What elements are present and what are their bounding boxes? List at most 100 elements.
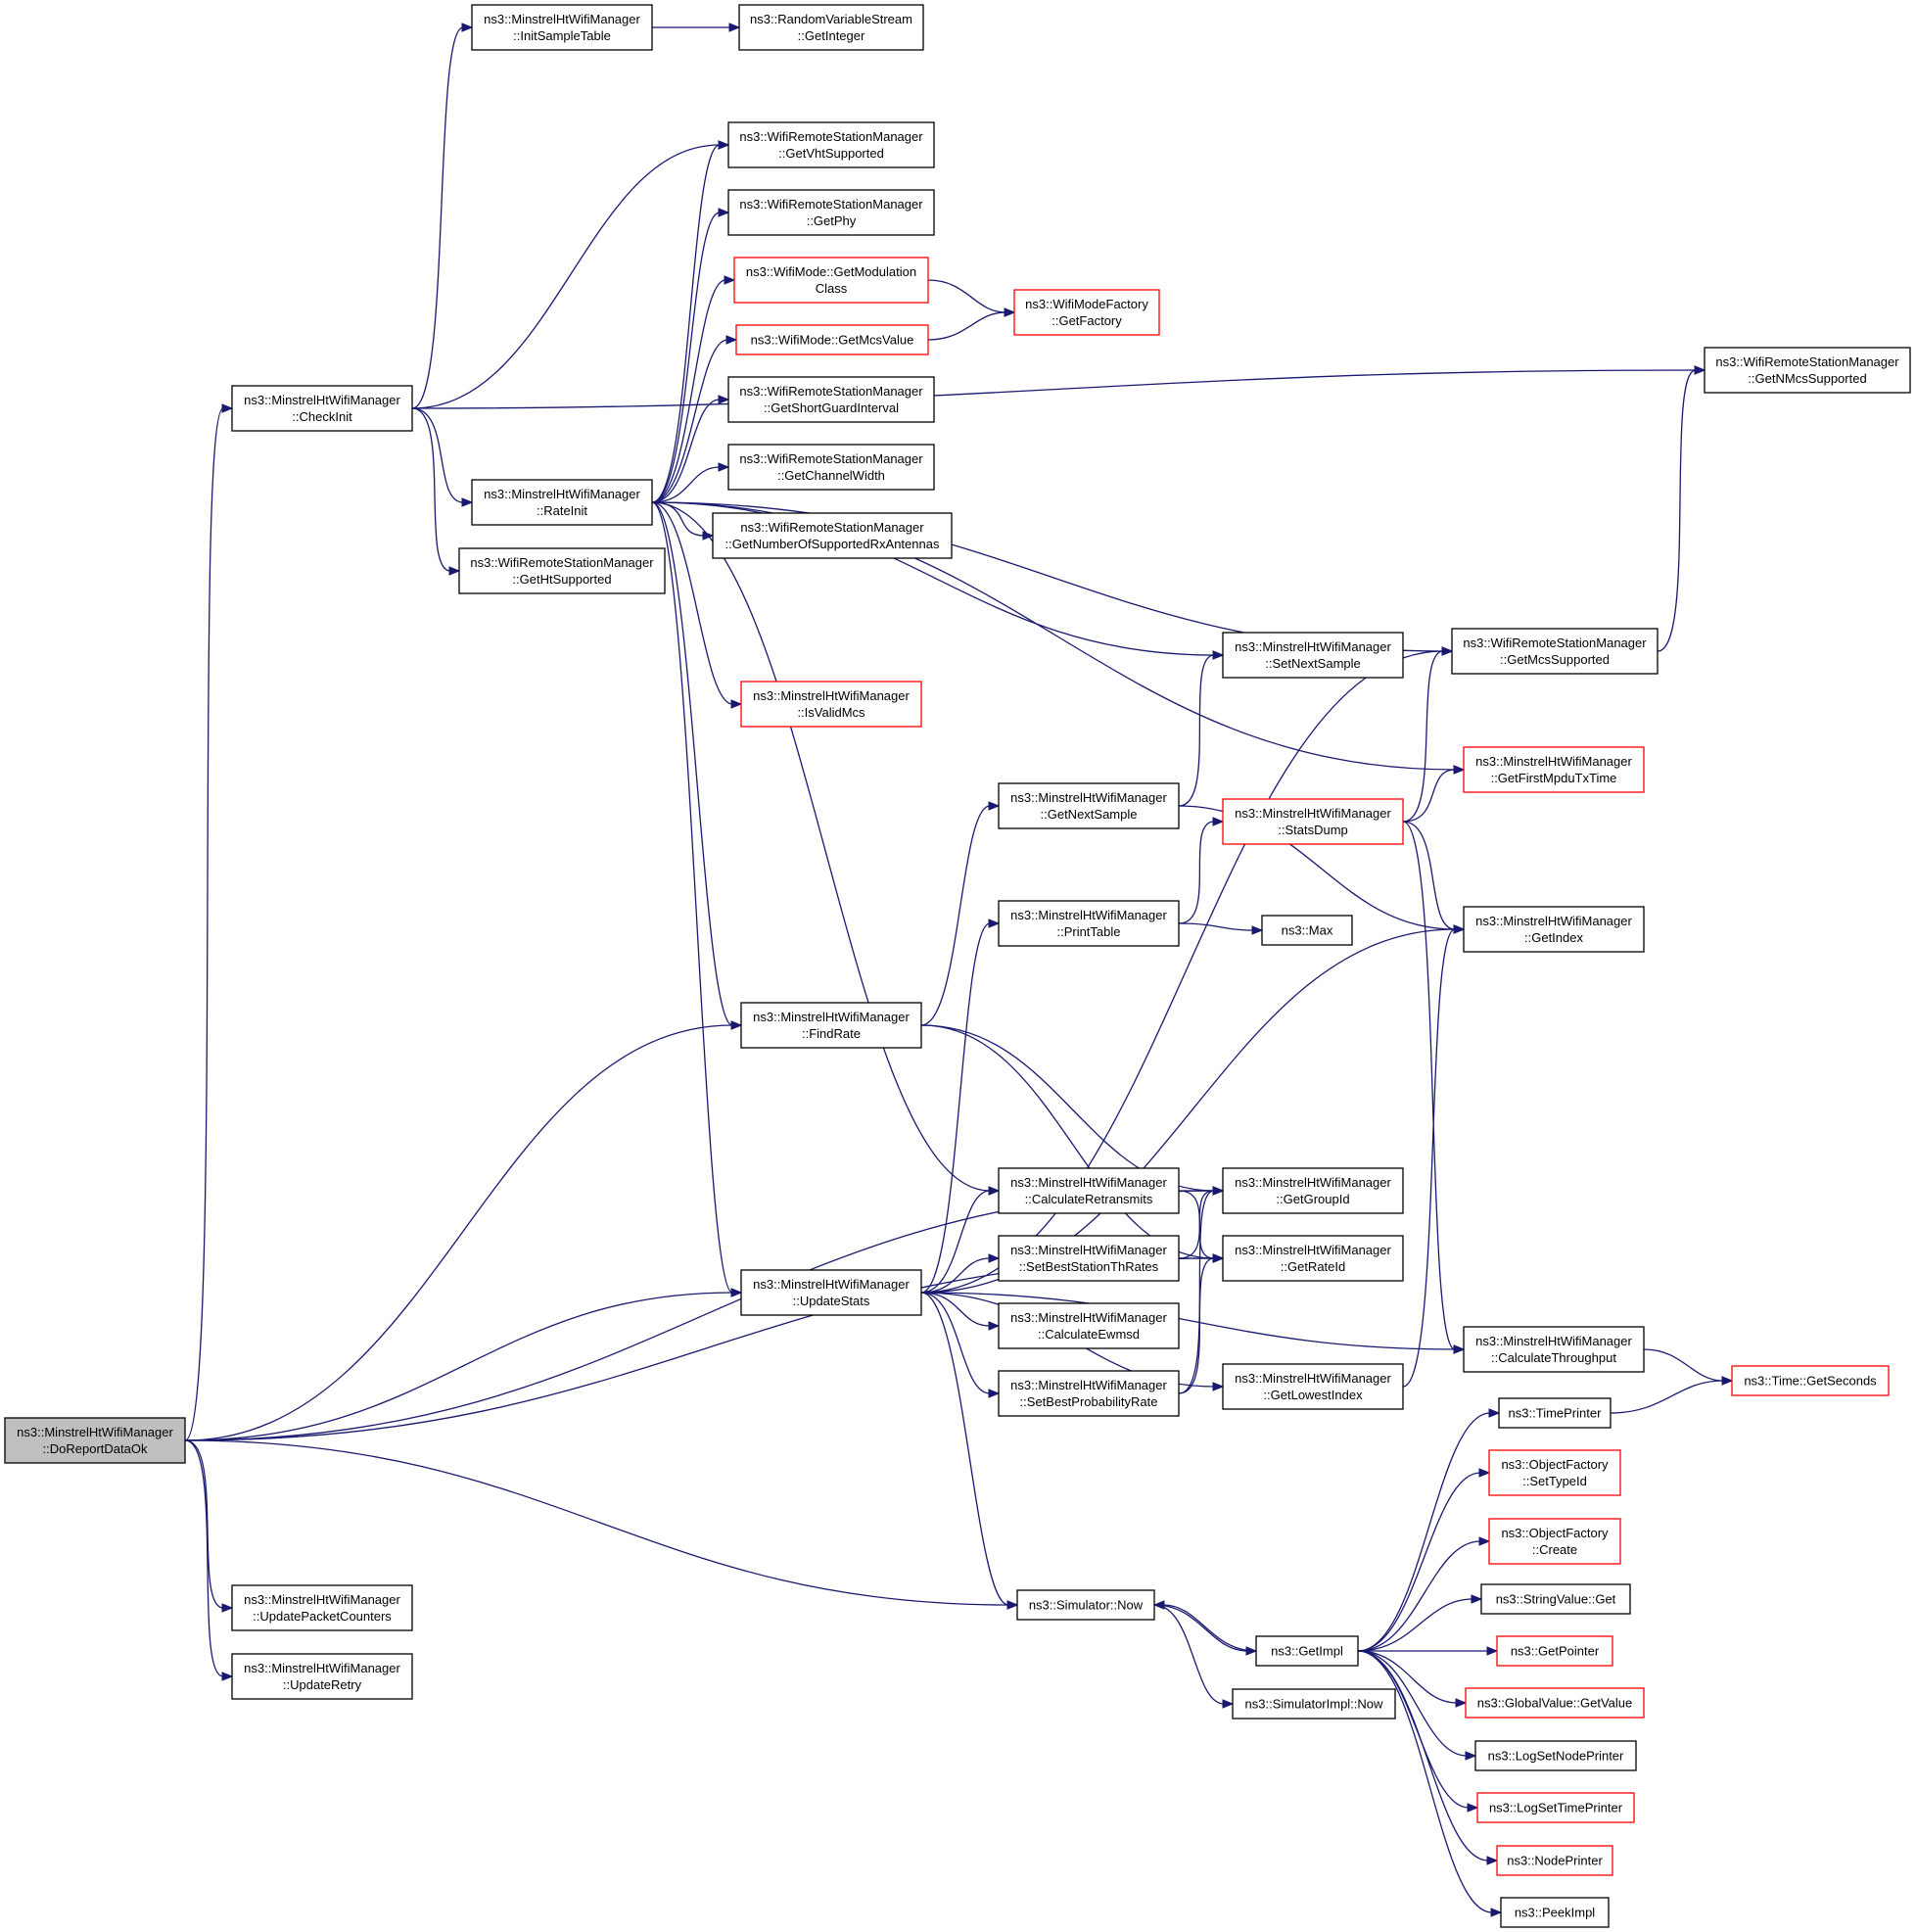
graph-node-setnextsample[interactable]: ns3::MinstrelHtWifiManager::SetNextSampl… (1222, 632, 1404, 679)
call-edge-findrate-to-getnextsample (920, 801, 1001, 1026)
graph-node-getnmcs[interactable]: ns3::WifiRemoteStationManager::GetNMcsSu… (1704, 347, 1911, 394)
node-box (1498, 1397, 1612, 1429)
call-edge-calcthroughput-to-getseconds (1643, 1348, 1734, 1386)
graph-node-getphy[interactable]: ns3::WifiRemoteStationManager::GetPhy (727, 189, 935, 236)
graph-node-findrate[interactable]: ns3::MinstrelHtWifiManager::FindRate (740, 1002, 922, 1049)
arrowhead-icon (730, 1020, 743, 1030)
graph-node-getfactory[interactable]: ns3::WifiModeFactory::GetFactory (1013, 289, 1160, 336)
graph-node-stringget[interactable]: ns3::StringValue::Get (1480, 1583, 1631, 1615)
call-edge-line (184, 407, 224, 1441)
node-box (1463, 906, 1645, 953)
node-box (1222, 1363, 1404, 1410)
graph-node-getvht[interactable]: ns3::WifiRemoteStationManager::GetVhtSup… (727, 121, 935, 168)
graph-node-getchw[interactable]: ns3::WifiRemoteStationManager::GetChanne… (727, 444, 935, 491)
node-label-line: ::GetFactory (1051, 313, 1122, 328)
node-label-line: ns3::MinstrelHtWifiManager (244, 393, 400, 407)
graph-node-getgroupid[interactable]: ns3::MinstrelHtWifiManager::GetGroupId (1222, 1167, 1404, 1214)
call-edge-rateinit-to-getmcsvalue (651, 335, 738, 503)
graph-node-gvgetvalue[interactable]: ns3::GlobalValue::GetValue (1465, 1687, 1645, 1719)
node-box (712, 512, 953, 559)
graph-node-max[interactable]: ns3::Max (1261, 915, 1353, 946)
node-box (231, 1653, 413, 1700)
arrowhead-icon (1488, 1408, 1501, 1418)
call-edge-line (184, 1292, 733, 1441)
node-label-line: ns3::PeekImpl (1515, 1906, 1595, 1920)
graph-node-printtable[interactable]: ns3::MinstrelHtWifiManager::PrintTable (998, 900, 1180, 947)
graph-node-calcewmsd[interactable]: ns3::MinstrelHtWifiManager::CalculateEwm… (998, 1302, 1180, 1349)
call-edge-checkinit-to-getht (411, 407, 461, 576)
graph-node-peekimpl[interactable]: ns3::PeekImpl (1500, 1897, 1610, 1928)
arrowhead-icon (728, 23, 741, 32)
graph-node-getnsrx[interactable]: ns3::WifiRemoteStationManager::GetNumber… (712, 512, 953, 559)
call-edge-statsdump-to-getfirstmpdu (1402, 765, 1466, 823)
graph-node-setbestprob[interactable]: ns3::MinstrelHtWifiManager::SetBestProba… (998, 1370, 1180, 1417)
node-label-line: ns3::MinstrelHtWifiManager (1235, 1243, 1391, 1257)
node-box (1496, 1635, 1613, 1667)
graph-node-isvalidmcs[interactable]: ns3::MinstrelHtWifiManager::IsValidMcs (740, 681, 922, 728)
graph-node-initsample[interactable]: ns3::MinstrelHtWifiManager::InitSampleTa… (471, 4, 653, 51)
graph-node-updateretry[interactable]: ns3::MinstrelHtWifiManager::UpdateRetry (231, 1653, 413, 1700)
graph-node-simimplnow[interactable]: ns3::SimulatorImpl::Now (1232, 1688, 1396, 1720)
node-label-line: ns3::WifiRemoteStationManager (740, 520, 924, 535)
call-edge-line (411, 26, 464, 409)
graph-node-getlowest[interactable]: ns3::MinstrelHtWifiManager::GetLowestInd… (1222, 1363, 1404, 1410)
call-edge-line (920, 922, 991, 1294)
graph-node-getimpl[interactable]: ns3::GetImpl (1255, 1635, 1359, 1667)
graph-node-setbestth[interactable]: ns3::MinstrelHtWifiManager::SetBestStati… (998, 1235, 1180, 1282)
graph-node-getindex[interactable]: ns3::MinstrelHtWifiManager::GetIndex (1463, 906, 1645, 953)
graph-node-logtimeprinter[interactable]: ns3::LogSetTimePrinter (1476, 1792, 1635, 1823)
call-edge-timeprinter-to-getseconds (1610, 1376, 1734, 1414)
node-box (998, 782, 1180, 829)
arrowhead-icon (1471, 1594, 1483, 1604)
call-edge-doreport-to-updateretry (184, 1439, 234, 1681)
graph-node-getrateid[interactable]: ns3::MinstrelHtWifiManager::GetRateId (1222, 1235, 1404, 1282)
call-edge-line (1357, 1598, 1473, 1652)
graph-node-calcretrans[interactable]: ns3::MinstrelHtWifiManager::CalculateRet… (998, 1167, 1180, 1214)
node-label-line: ::CalculateThroughput (1491, 1350, 1616, 1365)
node-box (471, 4, 653, 51)
graph-node-ofcreate[interactable]: ns3::ObjectFactory::Create (1488, 1518, 1621, 1565)
graph-node-getmcssup[interactable]: ns3::WifiRemoteStationManager::GetMcsSup… (1451, 628, 1659, 675)
graph-node-getht[interactable]: ns3::WifiRemoteStationManager::GetHtSupp… (458, 547, 666, 594)
graph-node-statsdump[interactable]: ns3::MinstrelHtWifiManager::StatsDump (1222, 798, 1404, 845)
node-label-line: ::CalculateEwmsd (1038, 1327, 1140, 1342)
graph-node-getfirstmpdu[interactable]: ns3::MinstrelHtWifiManager::GetFirstMpdu… (1463, 746, 1645, 793)
graph-node-getsgi[interactable]: ns3::WifiRemoteStationManager::GetShortG… (727, 376, 935, 423)
arrowhead-icon (221, 1603, 234, 1613)
node-label-line: ns3::MinstrelHtWifiManager (1475, 1334, 1632, 1348)
graph-node-rateinit[interactable]: ns3::MinstrelHtWifiManager::RateInit (471, 479, 653, 526)
node-label-line: ::SetNextSample (1265, 656, 1361, 671)
graph-node-getpointer[interactable]: ns3::GetPointer (1496, 1635, 1613, 1667)
graph-node-timeprinter[interactable]: ns3::TimePrinter (1498, 1397, 1612, 1429)
arrowhead-icon (988, 1186, 1001, 1196)
arrowhead-icon (725, 335, 738, 345)
graph-node-nodeprinter[interactable]: ns3::NodePrinter (1496, 1845, 1613, 1876)
call-edge-doreport-to-simnow (184, 1439, 1019, 1610)
node-box (998, 900, 1180, 947)
graph-node-getnextsample[interactable]: ns3::MinstrelHtWifiManager::GetNextSampl… (998, 782, 1180, 829)
graph-node-updatepkt[interactable]: ns3::MinstrelHtWifiManager::UpdatePacket… (231, 1584, 413, 1631)
graph-node-lognodeprinter[interactable]: ns3::LogSetNodePrinter (1474, 1740, 1637, 1771)
graph-node-simnow[interactable]: ns3::Simulator::Now (1016, 1589, 1155, 1621)
call-edge-getmodclass-to-getfactory (927, 279, 1016, 317)
graph-node-checkinit[interactable]: ns3::MinstrelHtWifiManager::CheckInit (231, 385, 413, 432)
call-edge-line (927, 279, 1006, 313)
call-edge-updatestats-to-calcewmsd (920, 1292, 1001, 1331)
graph-node-getseconds[interactable]: ns3::Time::GetSeconds (1731, 1365, 1890, 1396)
call-edge-line (184, 1439, 1009, 1606)
node-box (1222, 1235, 1404, 1282)
graph-node-calcthroughput[interactable]: ns3::MinstrelHtWifiManager::CalculateThr… (1463, 1326, 1645, 1373)
graph-node-getmcsvalue[interactable]: ns3::WifiMode::GetMcsValue (735, 324, 929, 355)
node-box (458, 547, 666, 594)
graph-node-ofsettypeid[interactable]: ns3::ObjectFactory::SetTypeId (1488, 1449, 1621, 1496)
arrowhead-icon (221, 403, 234, 413)
node-label-line: ns3::MinstrelHtWifiManager (1010, 908, 1167, 922)
call-edge-line (1402, 821, 1456, 1350)
call-edge-line (1357, 1650, 1489, 1861)
graph-node-updatestats[interactable]: ns3::MinstrelHtWifiManager::UpdateStats (740, 1269, 922, 1316)
call-edge-getmcssup-to-getnmcs (1657, 365, 1706, 652)
graph-node-rvsgetint[interactable]: ns3::RandomVariableStream::GetInteger (738, 4, 924, 51)
arrowhead-icon (718, 208, 730, 217)
node-label-line: ns3::MinstrelHtWifiManager (753, 1010, 910, 1024)
